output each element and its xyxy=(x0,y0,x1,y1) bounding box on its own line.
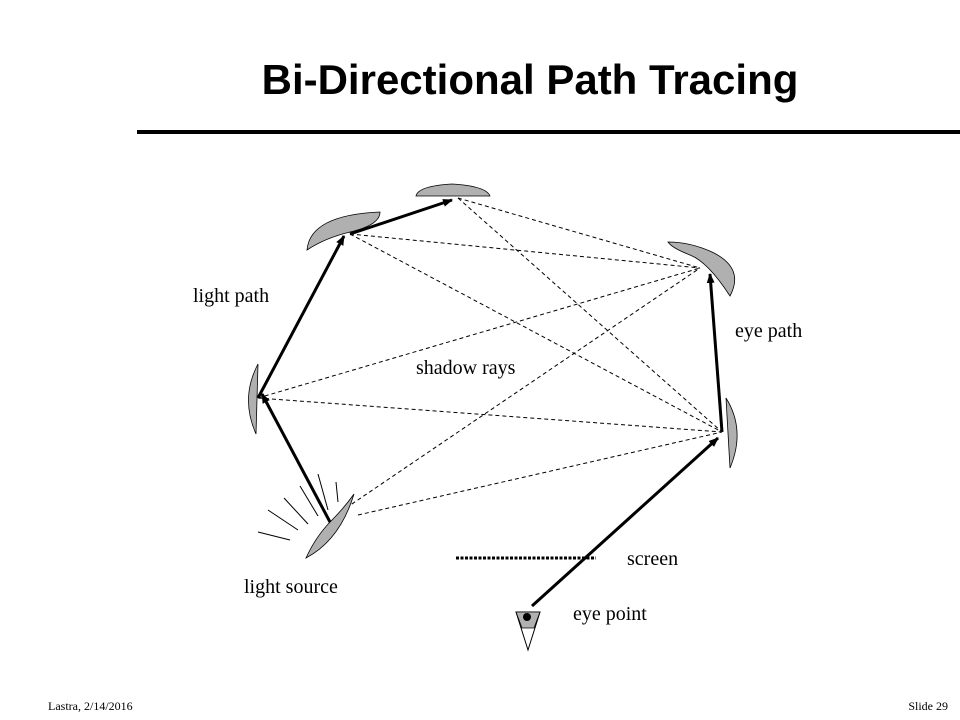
title-underline xyxy=(137,130,960,134)
label-screen: screen xyxy=(627,548,679,570)
shadow-ray xyxy=(257,397,723,433)
shadow-ray xyxy=(457,197,701,269)
shadow-rays xyxy=(257,197,723,516)
light-path-segment xyxy=(256,235,346,399)
slide-title: Bi-Directional Path Tracing xyxy=(261,56,799,103)
shadow-ray xyxy=(357,431,723,516)
light-emission-rays xyxy=(257,473,339,541)
surface-left xyxy=(248,363,259,435)
label-light-source: light source xyxy=(244,576,338,598)
label-light-path: light path xyxy=(193,285,270,307)
surface-upper-left xyxy=(306,211,381,251)
light-path-segment xyxy=(260,393,332,523)
eye-path-segment xyxy=(530,436,720,608)
eye-icon xyxy=(515,611,541,652)
label-eye-path: eye path xyxy=(735,320,803,342)
surface-top xyxy=(415,183,491,197)
footer-slide-number: Slide 29 xyxy=(908,699,948,713)
eye-path-segment xyxy=(706,273,724,433)
footer-author-date: Lastra, 2/14/2016 xyxy=(48,699,133,713)
surface-light-source xyxy=(305,493,355,559)
surfaces xyxy=(248,183,738,559)
shadow-ray xyxy=(349,233,723,433)
shadow-ray xyxy=(349,233,701,269)
shadow-ray xyxy=(345,267,701,509)
light-path-segment xyxy=(349,198,453,236)
surface-right-upper xyxy=(667,241,735,297)
shadow-ray xyxy=(457,197,723,433)
label-shadow-rays: shadow rays xyxy=(416,357,516,379)
eye-path xyxy=(530,273,724,608)
light-path xyxy=(256,198,453,523)
surface-right-lower xyxy=(725,397,738,469)
label-eye-point: eye point xyxy=(573,603,647,625)
